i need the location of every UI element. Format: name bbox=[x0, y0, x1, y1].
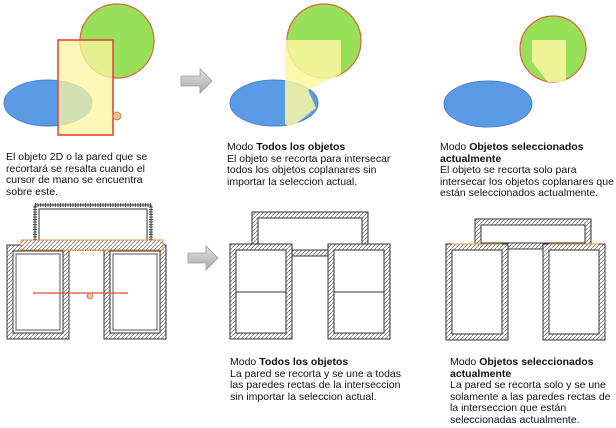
bottom-panel-original-walls bbox=[6, 203, 167, 340]
caption-line: solamente a las paredes rectas de bbox=[450, 390, 611, 403]
yellow-trimmed-shape bbox=[285, 40, 341, 127]
top-panel-all-objects bbox=[229, 3, 362, 127]
bottom-panel-all-objects-walls bbox=[229, 211, 391, 340]
caption-line: El objeto se recorta para intersecar bbox=[227, 152, 391, 165]
caption-line: cursor de mano se encuentra bbox=[6, 174, 143, 186]
bottom-panel-selected-walls bbox=[445, 218, 606, 341]
yellow-trimmed-shape bbox=[532, 40, 566, 82]
caption-mode-title: Modo Todos los objetos bbox=[227, 141, 346, 153]
caption-top-right: Modo Objetos seleccionados actualmente E… bbox=[440, 141, 614, 200]
caption-mode-title: Modo Objetos seleccionados bbox=[440, 141, 584, 153]
caption-mode-title-cont: actualmente bbox=[440, 152, 502, 165]
top-panel-original bbox=[3, 3, 155, 136]
caption-top-left: El objeto 2D o la pared que se recortará… bbox=[6, 151, 148, 198]
caption-top-middle: Modo Todos los objetos El objeto se reco… bbox=[227, 141, 391, 188]
right-arrow-icon bbox=[187, 245, 219, 271]
blue-ellipse bbox=[443, 80, 533, 128]
caption-line: seleccionadas actualmente. bbox=[450, 413, 580, 426]
caption-line: sobre este. bbox=[6, 185, 58, 198]
caption-line: El objeto se recorta solo para bbox=[440, 164, 577, 176]
hand-cursor-icon bbox=[112, 111, 122, 121]
caption-bottom-middle: Modo Todos los objetos La pared se recor… bbox=[230, 356, 402, 403]
caption-mode-title-cont: actualmente bbox=[450, 367, 512, 380]
caption-mode-title: Modo Objetos seleccionados bbox=[450, 356, 594, 368]
caption-bottom-right: Modo Objetos seleccionados actualmente L… bbox=[450, 356, 611, 426]
caption-line: importar la seleccion actual. bbox=[227, 175, 358, 188]
caption-mode-title: Modo Todos los objetos bbox=[230, 356, 349, 368]
hand-cursor-icon bbox=[86, 292, 94, 300]
caption-line: las paredes rectas de la interseccion bbox=[230, 379, 401, 391]
caption-line: La pared se recorta solo y se une bbox=[450, 379, 606, 391]
caption-line: intersecar los objetos coplanares que bbox=[440, 175, 614, 188]
caption-line: recortará se resalta cuando el bbox=[6, 162, 145, 175]
top-panel-selected-objects bbox=[443, 15, 587, 128]
caption-line: El objeto 2D o la pared que se bbox=[6, 151, 148, 163]
caption-line: La pared se recorta y se une a todas bbox=[230, 367, 402, 380]
caption-line: la interseccion que están bbox=[450, 402, 567, 414]
yellow-rectangle-highlighted bbox=[57, 39, 114, 136]
right-arrow-icon bbox=[180, 68, 213, 94]
caption-line: están seleccionados actualmente. bbox=[440, 187, 599, 199]
caption-line: todos los objetos coplanares sin bbox=[227, 164, 377, 176]
caption-line: sin importar la seleccion actual. bbox=[230, 390, 377, 403]
